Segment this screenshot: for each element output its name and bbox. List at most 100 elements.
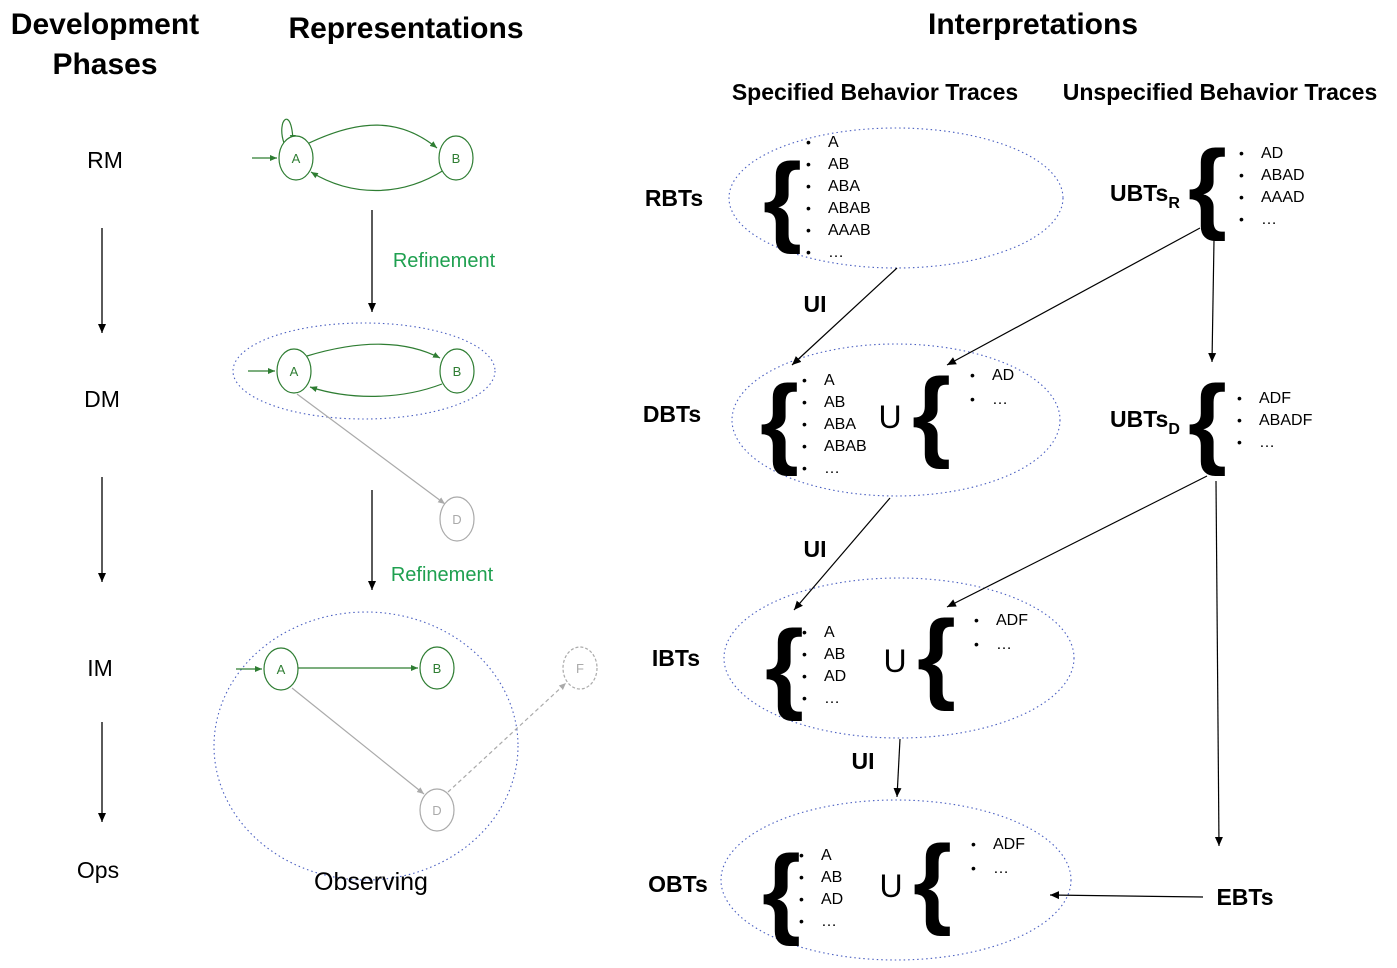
dbts-unspecified-item-bullet: •	[970, 367, 975, 383]
ubtsr-item-bullet: •	[1239, 189, 1244, 205]
ubtsr-item: …	[1261, 211, 1277, 228]
dm-state-a	[276, 348, 312, 394]
dbts-unspecified-item-bullet: •	[970, 391, 975, 407]
obts-specified-item: AB	[821, 869, 842, 886]
ebts-label: EBTs	[1216, 884, 1273, 910]
dm-state-b-label: B	[453, 364, 462, 379]
obts-unspecified-item-bullet: •	[971, 860, 976, 876]
im-state-b	[419, 646, 455, 690]
dm-automaton: A B D	[232, 322, 496, 542]
ibts-specified-item-bullet: •	[802, 690, 807, 706]
header-development: Development	[11, 8, 199, 41]
ibts-ellipse	[723, 577, 1075, 739]
obts-unspecified-item: …	[993, 860, 1009, 877]
obts-specified-item-bullet: •	[799, 891, 804, 907]
rm-state-a-label: A	[292, 151, 301, 166]
phase-ops: Ops	[77, 857, 119, 883]
ubtsd-item-bullet: •	[1237, 434, 1242, 450]
rbts-specified-item-bullet: •	[806, 134, 811, 150]
rm-edge-b-a	[310, 169, 445, 191]
im-state-d	[419, 788, 455, 832]
ubtsd-item: ABADF	[1259, 412, 1313, 429]
row-label-dbts: DBTs	[643, 401, 701, 427]
obts-specified-item: A	[821, 847, 832, 864]
obts-specified-item: AD	[821, 891, 843, 908]
dbts-specified-item-bullet: •	[802, 416, 807, 432]
ibts-unspecified-item-bullet: •	[974, 612, 979, 628]
dm-edge-b-a	[309, 383, 443, 397]
rbts-specified-item: …	[828, 244, 844, 261]
dm-edge-a-b	[306, 343, 441, 359]
rm-state-a	[278, 135, 314, 181]
header-specified: Specified Behavior Traces	[732, 79, 1018, 105]
dbts-unspecified-item: AD	[992, 367, 1014, 384]
obts-unspec-brace: {	[913, 825, 952, 937]
header-unspecified: Unspecified Behavior Traces	[1063, 79, 1377, 105]
ibts-unspecified-item: ADF	[996, 612, 1028, 629]
dbts-ellipse	[731, 343, 1061, 497]
arrow-ebts-obts	[1049, 891, 1204, 900]
ibts-specified-item-bullet: •	[802, 668, 807, 684]
dm-edge-a-d	[296, 393, 446, 505]
im-edge-a-d	[291, 687, 425, 795]
ibts-specified-item: AB	[824, 646, 845, 663]
ubtsr-item-bullet: •	[1239, 145, 1244, 161]
dm-state-d	[439, 496, 475, 542]
ibts-unspecified-item-bullet: •	[974, 636, 979, 652]
im-state-b-label: B	[433, 661, 442, 676]
ubtsr-item-bullet: •	[1239, 211, 1244, 227]
dm-boundary	[232, 322, 496, 420]
dbts-specified-item-bullet: •	[802, 438, 807, 454]
row-label-ibts: IBTs	[652, 645, 700, 671]
dm-state-b	[439, 348, 475, 394]
ibts-unspecified-item: …	[996, 636, 1012, 653]
ibts-specified-item: A	[824, 624, 835, 641]
rbts-specified-item: AB	[828, 156, 849, 173]
header-interpretations: Interpretations	[928, 8, 1138, 41]
ibts-union: U	[883, 643, 906, 679]
arrow-ibts-obts	[893, 738, 902, 798]
rbts-spec-brace: {	[763, 143, 802, 255]
obts-unspecified-item: ADF	[993, 836, 1025, 853]
header-representations: Representations	[288, 12, 523, 45]
rm-automaton: A B	[252, 118, 474, 191]
obts-ellipse	[720, 799, 1072, 961]
rm-state-b	[438, 135, 474, 181]
ubtsr-item: AD	[1261, 145, 1283, 162]
rbts-specified-item: A	[828, 134, 839, 151]
rbts-specified-item: AAAB	[828, 222, 871, 239]
ubtsr-label: UBTsR	[1110, 180, 1180, 212]
row-label-rbts: RBTs	[645, 185, 703, 211]
obts-specified-item-bullet: •	[799, 913, 804, 929]
dbts-specified-item-bullet: •	[802, 394, 807, 410]
rbts-specified-item-bullet: •	[806, 156, 811, 172]
ubtsr-brace: {	[1188, 130, 1227, 242]
ubtsr-item-bullet: •	[1239, 167, 1244, 183]
ui-label-1: UI	[804, 291, 827, 317]
arrow-rbts-dbts	[791, 267, 898, 366]
rbts-specified-item-bullet: •	[806, 222, 811, 238]
dbts-spec-brace: {	[760, 365, 799, 477]
ui-label-2: UI	[804, 536, 827, 562]
rbts-specified-item-bullet: •	[806, 178, 811, 194]
dbts-unspecified-item: …	[992, 391, 1008, 408]
rbts-specified-item-bullet: •	[806, 200, 811, 216]
ibts-specified-item-bullet: •	[802, 624, 807, 640]
arrow-dbts-ibts	[793, 497, 891, 611]
arrow-ubtsd-ibts	[946, 475, 1208, 608]
obts-specified-item: …	[821, 913, 837, 930]
dbts-specified-item-bullet: •	[802, 460, 807, 476]
ibts-specified-item-bullet: •	[802, 646, 807, 662]
rm-self-loop	[281, 118, 296, 144]
im-state-f-label: F	[576, 661, 584, 676]
ubtsr-item: AAAD	[1261, 189, 1305, 206]
ubtsd-item: ADF	[1259, 390, 1291, 407]
im-state-f	[562, 646, 598, 690]
im-boundary	[213, 611, 519, 881]
refinement-label-2: Refinement	[391, 564, 494, 586]
im-state-d-label: D	[432, 803, 441, 818]
im-state-a-label: A	[277, 662, 286, 677]
dm-state-a-label: A	[290, 364, 299, 379]
obts-union: U	[879, 868, 902, 904]
